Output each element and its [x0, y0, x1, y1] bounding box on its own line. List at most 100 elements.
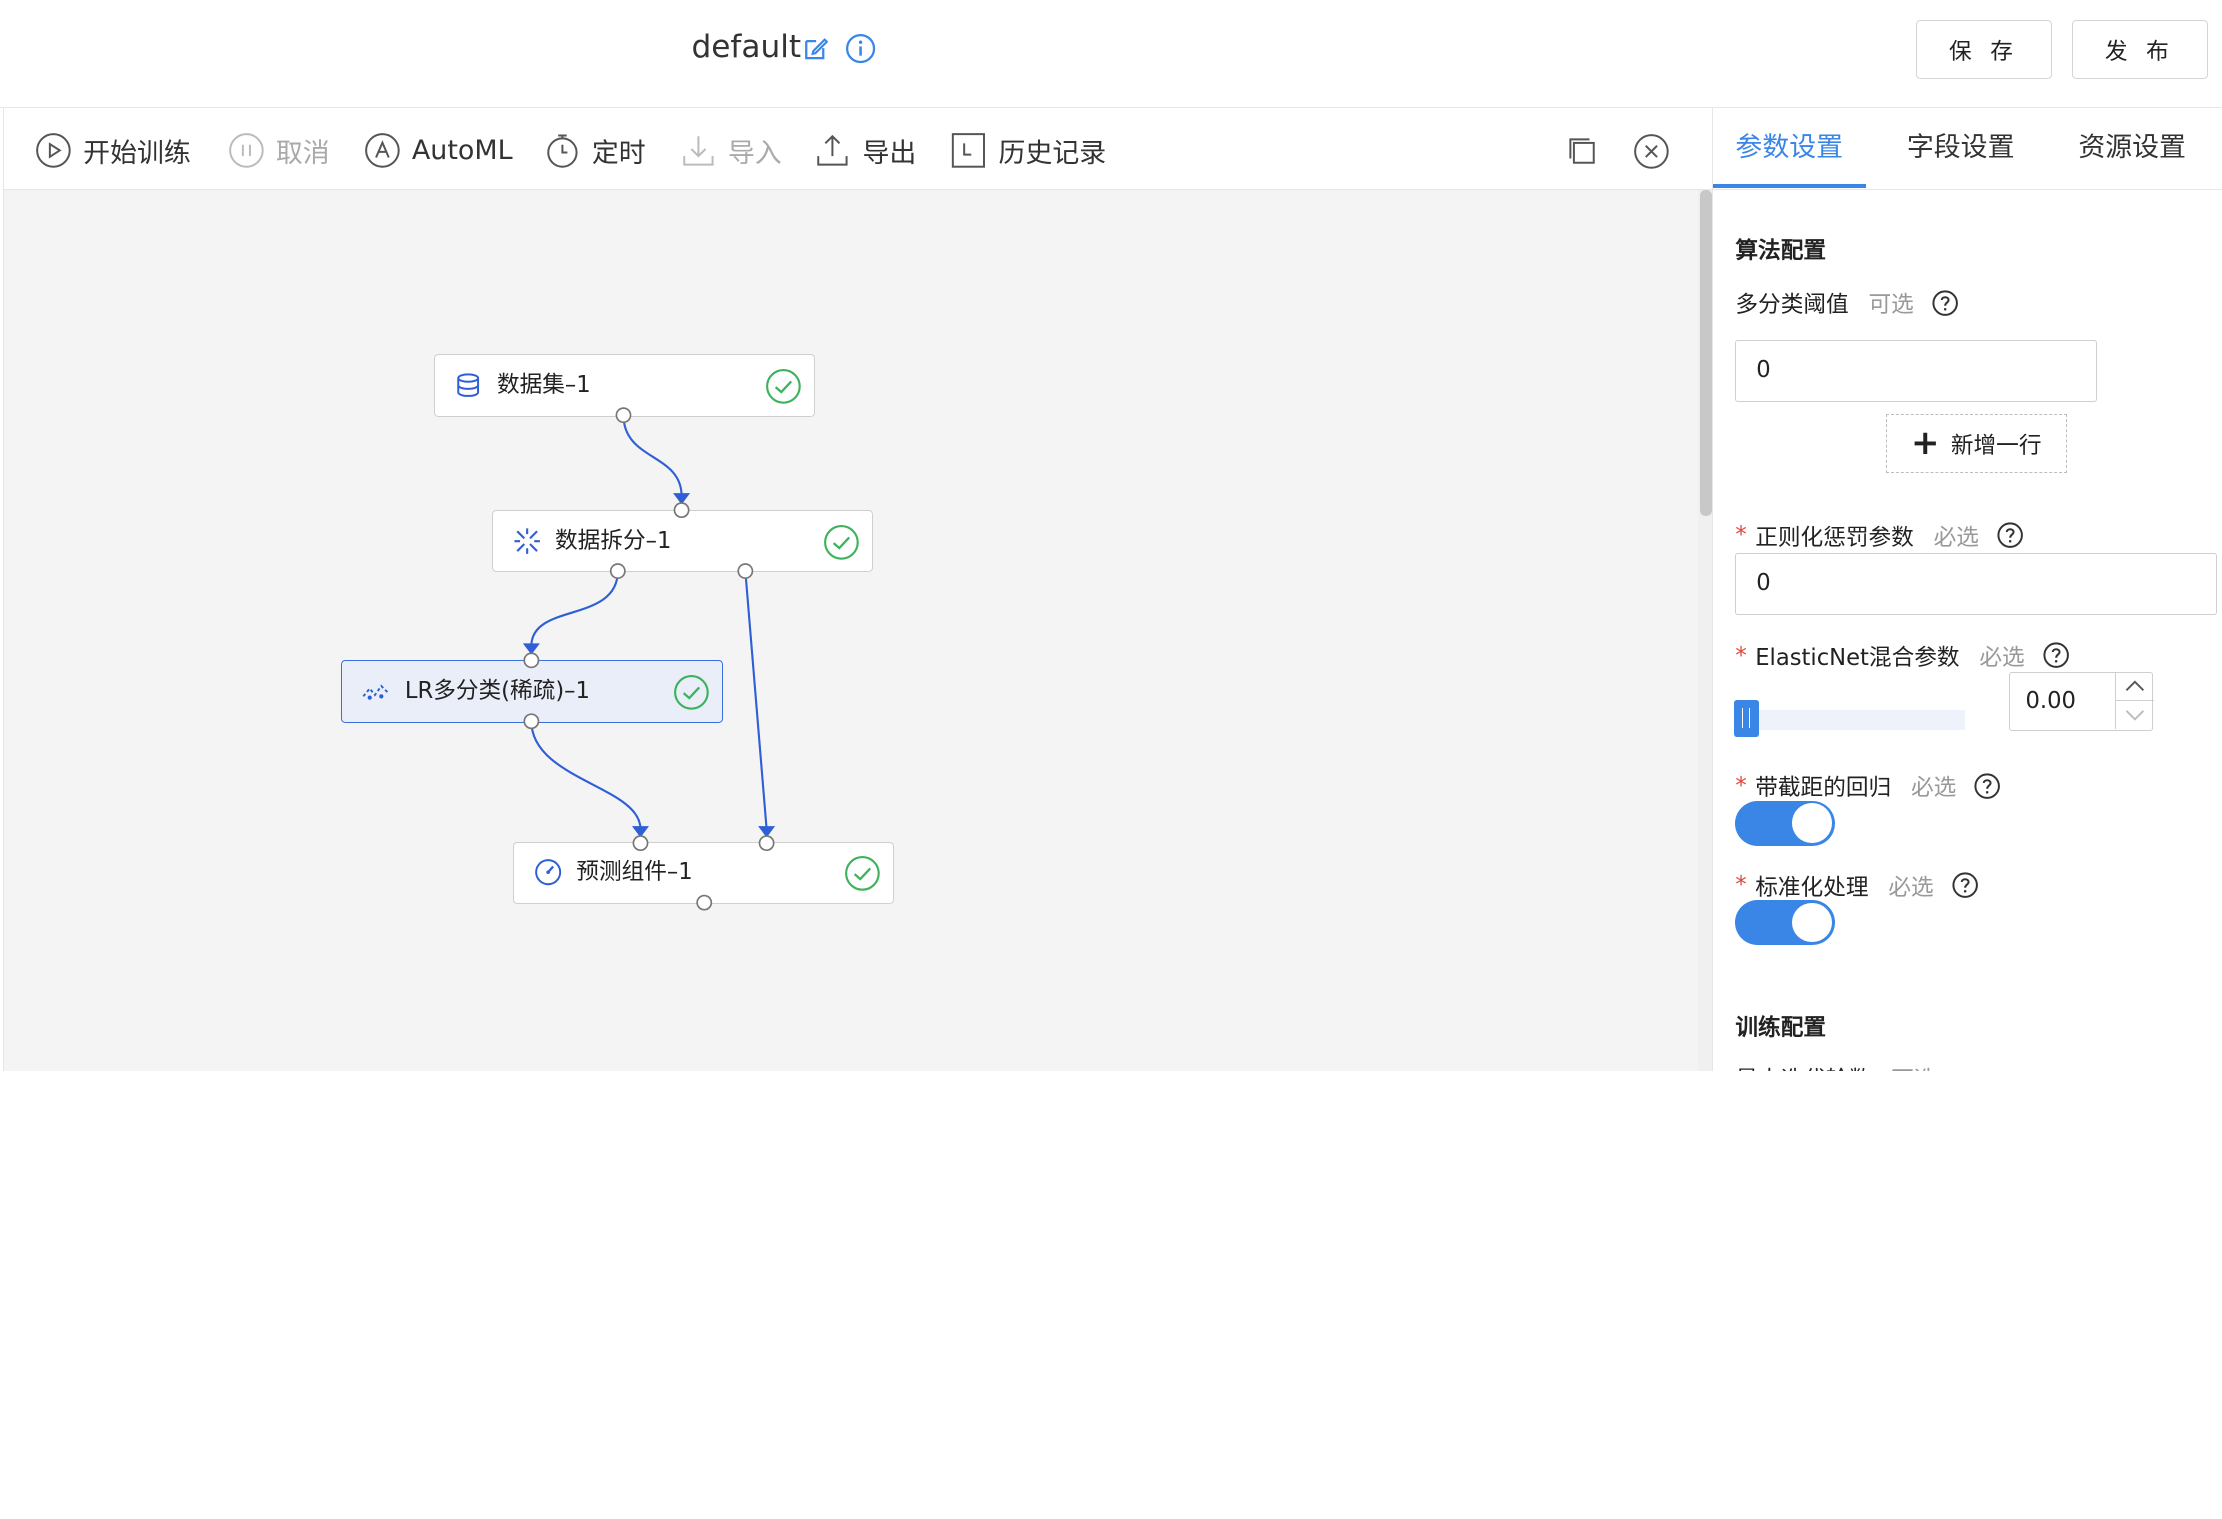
node-lr-label: LR多分类(稀疏)–1 — [404, 677, 590, 704]
history-icon — [952, 132, 986, 168]
required-asterisk: * — [1735, 772, 1747, 799]
workflow-canvas[interactable] — [2, 189, 1698, 1072]
help-icon[interactable] — [2042, 641, 2070, 669]
automl-icon — [364, 132, 400, 168]
stepper-up-button[interactable] — [2115, 673, 2154, 701]
import-label: 导入 — [727, 137, 782, 169]
standardize-toggle[interactable] — [1735, 899, 1835, 946]
add-row-label: 新增一行 — [1950, 433, 2042, 459]
elastic-value: 0.00 — [2025, 687, 2076, 714]
standardize-field-label: * 标准化处理 必选 — [1735, 869, 1979, 902]
download-icon — [682, 136, 714, 166]
node-lr-multiclass[interactable]: LR多分类(稀疏)–1 — [341, 660, 723, 723]
tab-fields[interactable]: 字段设置 — [1906, 132, 2015, 164]
toggle-knob — [1792, 902, 1832, 943]
cancel-button[interactable]: 取消 — [228, 130, 330, 170]
active-tab-indicator — [1712, 184, 1866, 189]
required-hint: 必选 — [1979, 645, 2025, 672]
gauge-icon — [534, 859, 561, 886]
required-hint: 必选 — [1888, 874, 1934, 901]
schedule-label: 定时 — [591, 137, 646, 169]
import-button[interactable]: 导入 — [680, 130, 782, 170]
settings-panel: 参数设置 字段设置 资源设置 算法配置 多分类阈值 可选 0 + 新增一行 * … — [1711, 107, 2222, 1071]
panel-tabs: 参数设置 字段设置 资源设置 — [1712, 108, 2222, 190]
max-iter-label: 最大迭代轮数 — [1735, 1061, 1871, 1071]
schedule-button[interactable]: 定时 — [544, 130, 646, 170]
upload-icon — [817, 134, 848, 166]
elastic-label: ElasticNet混合参数 — [1755, 645, 1960, 672]
stepper-down-button[interactable] — [2116, 701, 2154, 729]
multi-threshold-label: 多分类阈值 — [1735, 292, 1849, 319]
publish-button[interactable]: 发 布 — [2071, 19, 2208, 80]
success-check-icon — [845, 856, 880, 892]
app-stage: default 保 存 发 布 开始训练 取消 — [0, 0, 2222, 1072]
help-icon[interactable] — [1931, 289, 1959, 317]
stepper-arrows — [2114, 672, 2154, 730]
edit-icon[interactable] — [802, 34, 830, 62]
save-button[interactable]: 保 存 — [1915, 19, 2052, 80]
play-icon — [36, 132, 71, 168]
canvas-toolbar: 开始训练 取消 AutoML 定时 — [2, 107, 1712, 190]
split-icon — [513, 528, 540, 554]
intercept-toggle[interactable] — [1735, 800, 1835, 846]
optional-hint: 可选 — [1868, 292, 1914, 319]
tab-params[interactable]: 参数设置 — [1735, 132, 1844, 164]
top-header: default 保 存 发 布 — [0, 0, 2222, 108]
node-predict[interactable]: 预测组件–1 — [512, 841, 895, 905]
required-asterisk: * — [1735, 522, 1747, 549]
export-label: 导出 — [862, 137, 917, 169]
reg-label: 正则化惩罚参数 — [1755, 524, 1914, 551]
start-training-button[interactable]: 开始训练 — [35, 130, 191, 170]
node-split-label: 数据拆分–1 — [555, 527, 672, 554]
info-icon[interactable] — [845, 33, 876, 64]
chevron-up-icon — [2125, 680, 2144, 692]
required-hint: 必选 — [1911, 775, 1957, 802]
elastic-field-label: * ElasticNet混合参数 必选 — [1735, 639, 2070, 672]
standardize-label: 标准化处理 — [1755, 874, 1869, 901]
add-row-button[interactable]: + 新增一行 — [1885, 413, 2067, 474]
database-icon — [457, 373, 480, 397]
required-asterisk: * — [1735, 642, 1747, 669]
reg-param-input[interactable]: 0 — [1735, 552, 2218, 615]
multi-threshold-field-label: 多分类阈值 可选 — [1735, 286, 1959, 319]
node-predict-label: 预测组件–1 — [576, 859, 693, 886]
success-check-icon — [765, 369, 801, 404]
required-hint: 必选 — [1933, 524, 1979, 551]
node-dataset[interactable]: 数据集–1 — [433, 354, 815, 417]
intercept-field-label: * 带截距的回归 必选 — [1735, 769, 2001, 802]
close-icon[interactable] — [1633, 133, 1670, 170]
train-section-title: 训练配置 — [1735, 1014, 1827, 1041]
success-check-icon — [823, 524, 859, 560]
history-button[interactable]: 历史记录 — [950, 130, 1106, 170]
reg-field-label: * 正则化惩罚参数 必选 — [1735, 519, 2024, 552]
help-icon[interactable] — [1951, 871, 1979, 899]
intercept-label: 带截距的回归 — [1755, 775, 1892, 802]
automl-button[interactable]: AutoML — [364, 130, 513, 170]
help-icon[interactable] — [1996, 521, 2024, 549]
algo-section-title: 算法配置 — [1735, 238, 1827, 265]
max-iter-field-label: 最大迭代轮数 可选 — [1735, 1061, 1936, 1071]
automl-label: AutoML — [411, 134, 513, 166]
export-button[interactable]: 导出 — [814, 130, 916, 170]
plus-icon: + — [1911, 423, 1940, 464]
timer-icon — [546, 134, 578, 168]
copy-icon[interactable] — [1564, 133, 1601, 170]
elastic-slider-handle[interactable] — [1733, 699, 1760, 737]
regression-icon — [362, 684, 391, 700]
history-label: 历史记录 — [998, 137, 1107, 169]
cancel-label: 取消 — [275, 137, 330, 169]
pause-icon — [228, 132, 264, 168]
help-icon[interactable] — [1973, 772, 2001, 800]
multi-threshold-input[interactable]: 0 — [1735, 340, 2097, 403]
canvas-scrollbar-thumb[interactable] — [1700, 189, 1712, 516]
required-asterisk: * — [1735, 872, 1747, 899]
elastic-number-input[interactable]: 0.00 — [2008, 671, 2154, 732]
success-check-icon — [673, 675, 709, 710]
node-data-split[interactable]: 数据拆分–1 — [491, 510, 873, 573]
project-title: default — [691, 29, 802, 66]
toggle-knob — [1792, 803, 1832, 844]
elastic-slider-track[interactable] — [1735, 709, 1965, 730]
node-dataset-label: 数据集–1 — [496, 371, 591, 398]
optional-hint: 可选 — [1891, 1061, 1936, 1071]
tab-resources[interactable]: 资源设置 — [2078, 132, 2186, 164]
